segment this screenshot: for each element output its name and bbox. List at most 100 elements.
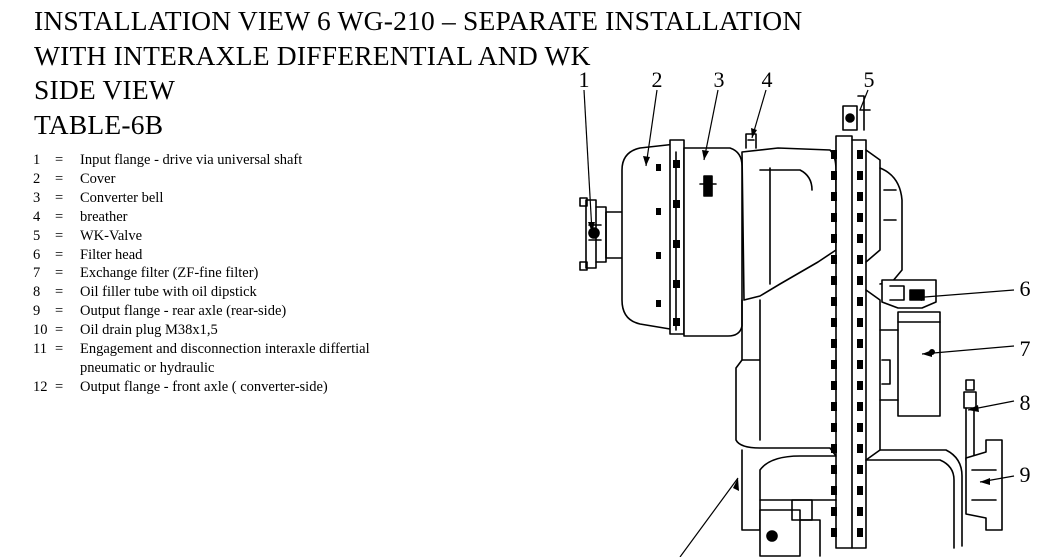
gearbox-housing [735,133,837,457]
bolt-head [857,276,863,285]
bolt-head [831,465,837,474]
legend-number: 9 [33,303,41,320]
legend-equals: = [55,170,64,187]
bolt-head [857,423,863,432]
legend-text: Cover [80,170,116,187]
bolt-head [656,300,661,307]
mounting-flange-ring [835,135,881,549]
oil-filler-tube [963,379,977,461]
title-line-1: INSTALLATION VIEW 6 WG-210 – SEPARATE IN… [34,5,803,36]
bolt-head [656,252,661,259]
leader-1 [583,89,593,233]
arrowhead [588,222,595,232]
legend-number: 10 [33,322,48,339]
legend-equals: = [55,189,64,206]
right-cover [879,167,903,285]
bolt-head [857,192,863,201]
bolt-head [857,318,863,327]
legend-equals: = [55,378,64,395]
arrowhead [751,128,757,138]
bolt-head [857,486,863,495]
legend-number: 5 [33,227,41,244]
bolt-head [831,192,837,201]
callout-7: 7 [1020,336,1031,361]
legend-text: Output flange - front axle ( converter-s… [80,378,328,395]
legend-text: Engagement and disconnection interaxle d… [80,341,370,358]
legend-item: 11=Engagement and disconnection interaxl… [33,340,370,359]
legend-continuation: pneumatic or hydraulic [80,359,215,376]
bolt-head [831,402,837,411]
legend-text: Input flange - drive via universal shaft [80,152,303,168]
leader-6 [911,289,1015,299]
bolt-head [831,318,837,327]
bolt-head [857,339,863,348]
bolt-head [857,234,863,243]
bolt-head [831,234,837,243]
bolt-head [857,444,863,453]
leader-3 [703,89,719,161]
legend-item: 9 = Output flange - rear axle (rear-side) [33,302,370,321]
bolt-head [831,339,837,348]
bolt-head [857,465,863,474]
input-flange [579,197,607,271]
legend-equals: = [55,152,64,168]
legend-item: 1 = Input flange - drive via universal sha… [33,151,370,170]
bolt-head [831,381,837,390]
title-line-2: WITH INTERAXLE DIFFERENTIAL AND WK [34,39,591,71]
legend-number: 4 [33,208,41,225]
legend-number: 8 [33,284,41,301]
legend-text: Oil drain plug M38x1,5 [80,322,218,339]
legend-number: 6 [33,246,41,263]
diagram-title: INSTALLATION VIEW 6 WG-210 – SEPARATE IN… [34,4,802,142]
legend-number: 2 [33,170,41,187]
title-line-4: TABLE-6B [34,108,164,140]
bolt-head [831,444,837,453]
legend-text: Output flange - rear axle (rear-side) [80,303,287,320]
legend-text: Exchange filter (ZF-fine filter) [80,265,259,282]
legend-text: breather [80,208,128,225]
legend-item: 8=Oil filler tube with oil dipstick [33,283,370,302]
bolt-head [857,360,863,369]
arrowhead [912,294,922,301]
bolt-head [673,160,680,168]
bolt-head [656,164,661,171]
legend-equals: = [55,246,64,263]
converter-bell [683,147,743,337]
bolt-head [831,213,837,222]
arrowhead [733,478,739,491]
leader-7 [921,345,1015,355]
legend-equals: = [55,322,64,339]
legend-number: 7 [33,265,41,282]
bolt-head [857,171,863,180]
arrowhead [702,150,709,160]
legend-item: 6 = Filter head [33,246,370,265]
title-line-3: SIDE VIEW [34,74,176,105]
bolt-head [857,150,863,159]
legend-equals: = [55,303,64,320]
leader-2 [645,89,658,167]
leader-lower [679,477,739,557]
bolt-head [831,150,837,159]
bolt-head [656,208,661,215]
legend-equals: = [55,284,64,301]
parts-legend: 1 = Input flange - drive via universal sha… [33,151,370,397]
legend-number: 1 [33,152,41,168]
callout-3: 3 [714,67,725,92]
legend-equals: = [55,265,64,282]
legend-item: 3 = Converter bell [33,189,370,208]
bolt-head [857,213,863,222]
legend-item: 10 = Oil drain plug M38x1,5 [33,321,370,340]
arrowhead [922,350,932,357]
legend-text: Filter head [80,246,143,263]
legend-number: 3 [33,189,41,206]
interaxle-unit [759,499,821,557]
leader-5 [859,89,869,111]
bolt-head [831,486,837,495]
legend-equals: = [55,341,64,358]
callout-4: 4 [762,67,773,92]
callout-9: 9 [1020,462,1031,487]
leader-arrowheads [588,128,990,491]
legend-text: Converter bell [80,189,164,206]
arrowhead [980,478,990,485]
